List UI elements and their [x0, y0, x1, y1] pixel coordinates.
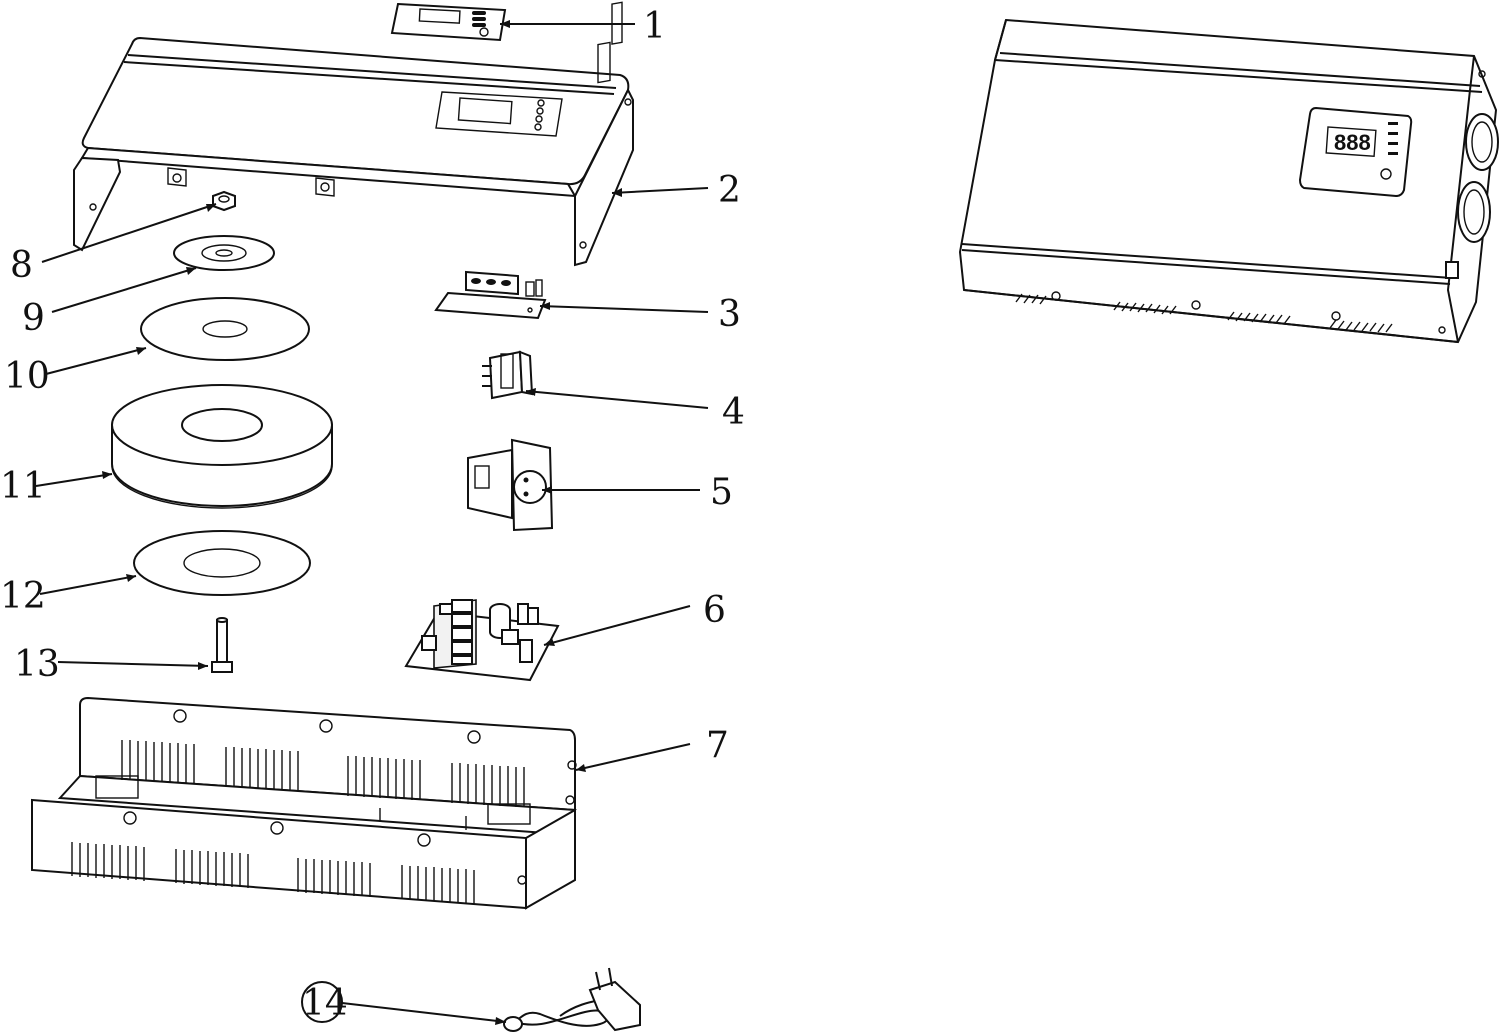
- part-12-lower-insulation-pad: [133, 530, 311, 596]
- leader-lines: [35, 23, 709, 1023]
- callout-8: 8: [10, 245, 33, 286]
- callout-14-circle: [301, 981, 343, 1023]
- part-13-mounting-bolt: [211, 617, 233, 673]
- callout-3: 3: [718, 294, 741, 335]
- callout-4: 4: [722, 392, 745, 433]
- assembled-unit: 888: [958, 18, 1499, 344]
- callout-14: 14: [302, 983, 348, 1024]
- part-4-rocker-switch: [482, 350, 534, 400]
- part-8-hex-nut: [212, 190, 236, 212]
- callout-13: 13: [14, 644, 60, 685]
- chassis-vent-slots: [71, 740, 525, 904]
- callout-2: 2: [718, 170, 741, 211]
- part-9-clamp-washer: [173, 235, 275, 271]
- part-14-power-cord-plug: [503, 967, 641, 1032]
- callout-5: 5: [710, 472, 733, 513]
- callout-12: 12: [0, 576, 46, 617]
- part-7-bottom-chassis: [31, 696, 577, 910]
- callout-10: 10: [4, 356, 50, 397]
- part-3-display-pcb: [434, 270, 547, 320]
- callout-6: 6: [703, 590, 726, 631]
- part-6-main-pcb: [404, 599, 560, 682]
- part-1-display-panel: [390, 2, 507, 42]
- callout-1: 1: [643, 6, 666, 47]
- callout-labels: 1 2 3 4 5 6 7 8 9 10 11 12 13 14: [0, 6, 745, 1024]
- callout-9: 9: [22, 298, 45, 339]
- part-10-upper-insulation-pad: [140, 297, 310, 361]
- callout-7: 7: [706, 725, 729, 766]
- part-5-output-socket: [467, 438, 554, 532]
- leader-arrowheads: [102, 20, 622, 1025]
- part-11-toroidal-transformer: [111, 384, 333, 509]
- part-2-top-cover: [73, 1, 634, 267]
- unit-display-readout: 888: [1334, 130, 1371, 155]
- callout-11: 11: [0, 466, 46, 507]
